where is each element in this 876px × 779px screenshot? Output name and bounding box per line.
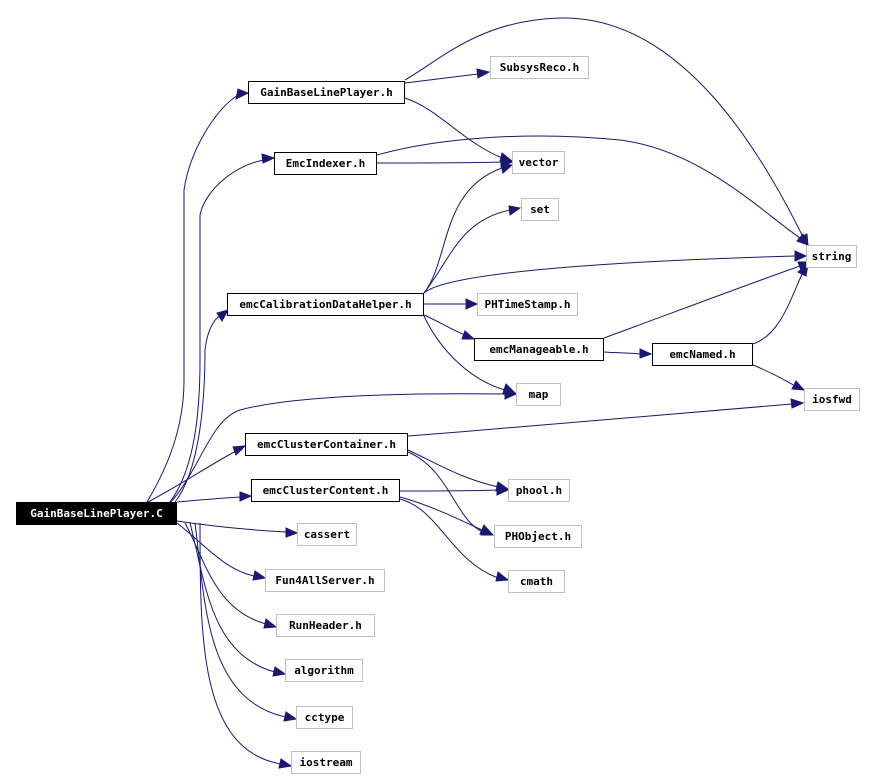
arrowhead: [278, 758, 293, 769]
node-vector[interactable]: vector: [512, 151, 565, 174]
edge-emcindexer-h-to-vector: [376, 161, 503, 164]
node-phool-h[interactable]: phool.h: [508, 479, 570, 502]
edge-gainbaselineplayer-h-to-subsysreco-h: [404, 73, 479, 84]
edge-emcmanageable-h-to-string: [603, 265, 801, 339]
arrowhead: [232, 445, 247, 456]
edge-emcclustercontent-h-to-phool-h: [399, 489, 499, 492]
arrowhead: [252, 570, 267, 581]
arrowhead: [639, 348, 653, 359]
arrowhead: [502, 383, 517, 394]
arrowhead: [216, 309, 230, 322]
arrowhead: [796, 233, 809, 246]
arrowhead: [496, 484, 510, 496]
arrowhead: [272, 666, 287, 677]
edge-root-to-emcindexer-h: [169, 159, 265, 503]
edge-emcclustercontainer-h-to-phool-h: [407, 449, 499, 488]
node-gainbaselineplayer-h[interactable]: GainBaseLinePlayer.h: [248, 81, 405, 104]
node-emccalibrationdatahelper-h[interactable]: emcCalibrationDataHelper.h: [227, 293, 424, 316]
node-emcnamed-h[interactable]: emcNamed.h: [652, 343, 753, 366]
node-cctype[interactable]: cctype: [296, 706, 353, 729]
edge-emcclustercontent-h-to-cmath: [399, 498, 499, 579]
arrowhead: [476, 68, 491, 79]
arrowhead: [465, 298, 479, 310]
node-iostream[interactable]: iostream: [291, 751, 361, 774]
edge-root-to-gainbaselineplayer-h: [146, 94, 239, 503]
node-cassert[interactable]: cassert: [297, 523, 357, 546]
edge-emcindexer-h-to-string: [376, 135, 801, 239]
edge-emcnamed-h-to-iosfwd: [752, 364, 796, 387]
node-map[interactable]: map: [516, 383, 561, 406]
edge-emccalibrationdatahelper-h-to-emcmanageable-h: [423, 314, 466, 336]
edge-root-to-algorithm: [189, 522, 276, 673]
node-emcclustercontent-h[interactable]: emcClusterContent.h: [251, 479, 400, 502]
arrowhead: [500, 163, 514, 174]
arrowhead: [791, 380, 806, 391]
node-algorithm[interactable]: algorithm: [285, 659, 363, 682]
arrowhead: [235, 88, 250, 100]
arrowhead: [461, 330, 476, 340]
arrowhead: [794, 250, 808, 262]
node-emcmanageable-h[interactable]: emcManageable.h: [474, 338, 604, 361]
edge-emcclustercontainer-h-to-phobject-h: [407, 451, 484, 533]
edge-root-to-fun4allserver-h: [176, 522, 255, 577]
node-fun4allserver-h[interactable]: Fun4AllServer.h: [265, 569, 385, 592]
arrowhead: [239, 491, 253, 502]
edge-emcnamed-h-to-string: [752, 271, 804, 345]
node-string[interactable]: string: [806, 245, 857, 268]
edge-root-to-emccalibrationdatahelper-h: [174, 315, 221, 503]
edge-emcmanageable-h-to-emcnamed-h: [603, 351, 642, 355]
node-runheader-h[interactable]: RunHeader.h: [276, 614, 375, 637]
arrowhead: [285, 527, 299, 538]
edge-emcclustercontainer-h-to-iosfwd: [407, 403, 793, 437]
arrowhead: [790, 398, 805, 409]
edge-emccalibrationdatahelper-h-to-map: [423, 315, 506, 391]
edge-gainbaselineplayer-h-to-string: [404, 17, 804, 238]
edge-root-to-map: [169, 393, 506, 504]
arrowhead: [261, 153, 276, 164]
edge-root-to-emcclustercontent-h: [176, 496, 242, 503]
node-set[interactable]: set: [521, 198, 559, 221]
arrowhead: [508, 205, 522, 216]
node-cmath[interactable]: cmath: [508, 570, 565, 593]
arrowhead: [263, 618, 278, 629]
arrowhead: [479, 524, 494, 535]
edge-root-to-emcclustercontainer-h: [147, 450, 237, 503]
node-phtimestamp-h[interactable]: PHTimeStamp.h: [477, 293, 578, 316]
node-emcclustercontainer-h[interactable]: emcClusterContainer.h: [245, 433, 408, 456]
edge-gainbaselineplayer-h-to-vector: [404, 97, 503, 159]
node-subsysreco-h[interactable]: SubsysReco.h: [490, 56, 589, 79]
node-phobject-h[interactable]: PHObject.h: [494, 525, 582, 548]
edge-root-to-runheader-h: [184, 522, 267, 625]
arrowhead: [797, 262, 809, 277]
edge-emccalibrationdatahelper-h-to-string: [423, 255, 796, 294]
node-root-file: GainBaseLinePlayer.C: [16, 502, 177, 525]
node-emcindexer-h[interactable]: EmcIndexer.h: [274, 152, 377, 175]
edge-root-to-cassert: [176, 520, 287, 533]
arrowhead: [495, 571, 510, 582]
edge-root-to-cctype: [194, 522, 287, 718]
edge-emccalibrationdatahelper-h-to-vector: [423, 167, 503, 294]
edge-emccalibrationdatahelper-h-to-set: [423, 209, 511, 294]
arrowhead: [283, 711, 298, 722]
edge-emcclustercontent-h-to-phobject-h: [399, 496, 483, 531]
edge-root-to-iostream: [199, 522, 282, 765]
node-iosfwd[interactable]: iosfwd: [804, 388, 860, 411]
